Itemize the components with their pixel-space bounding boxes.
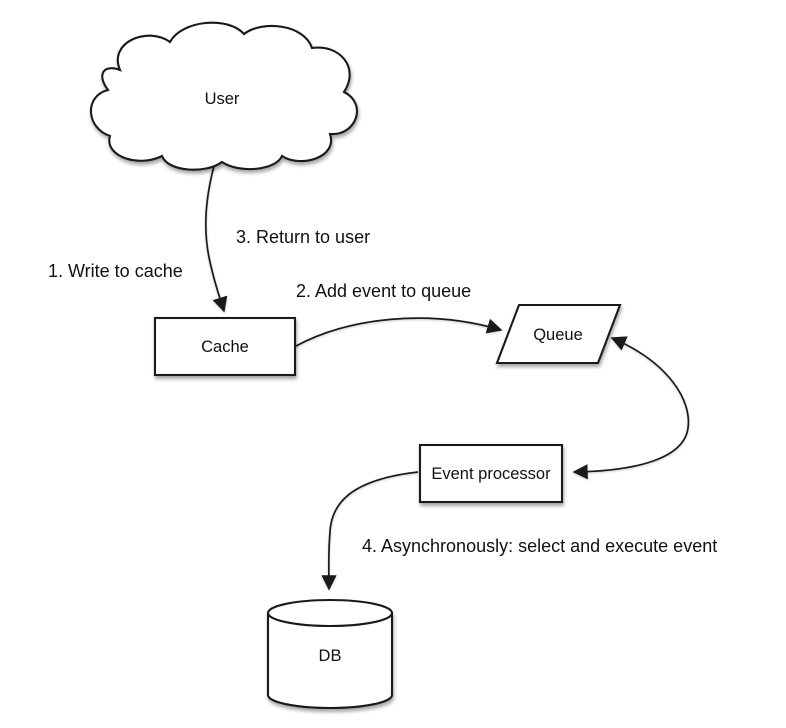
edges	[204, 165, 690, 591]
edge-user-to-cache	[204, 165, 228, 313]
db-cylinder-top-shape	[266, 598, 394, 628]
node-label-cache: Cache	[201, 338, 249, 356]
node-label-db: DB	[319, 647, 342, 665]
node-label-user: User	[205, 90, 240, 108]
node-db: DB	[266, 598, 394, 710]
node-event-processor: Event processor	[418, 443, 564, 504]
edge-label-step-2: 2. Add event to queue	[296, 281, 471, 301]
node-cache: Cache	[153, 316, 297, 377]
edge-label-step-4: 4. Asynchronously: select and execute ev…	[362, 536, 717, 556]
edge-queue-to-event-processor	[572, 336, 690, 480]
edge-label-step-1: 1. Write to cache	[48, 261, 183, 281]
node-queue: Queue	[495, 303, 622, 365]
queue-parallelogram-shape	[495, 303, 622, 365]
db-cylinder-body-shape	[266, 611, 394, 710]
node-user: User	[89, 21, 358, 171]
edge-label-step-3: 3. Return to user	[236, 227, 370, 247]
node-label-event-processor: Event processor	[431, 465, 551, 483]
event-processor-rect-shape	[418, 443, 564, 504]
node-label-queue: Queue	[533, 326, 583, 344]
cache-rect-shape	[153, 316, 297, 377]
edge-labels: 1. Write to cache 2. Add event to queue …	[48, 227, 717, 556]
cloud-shape	[89, 21, 358, 171]
edge-event-processor-to-db	[321, 471, 419, 591]
edge-cache-to-queue	[295, 317, 503, 347]
